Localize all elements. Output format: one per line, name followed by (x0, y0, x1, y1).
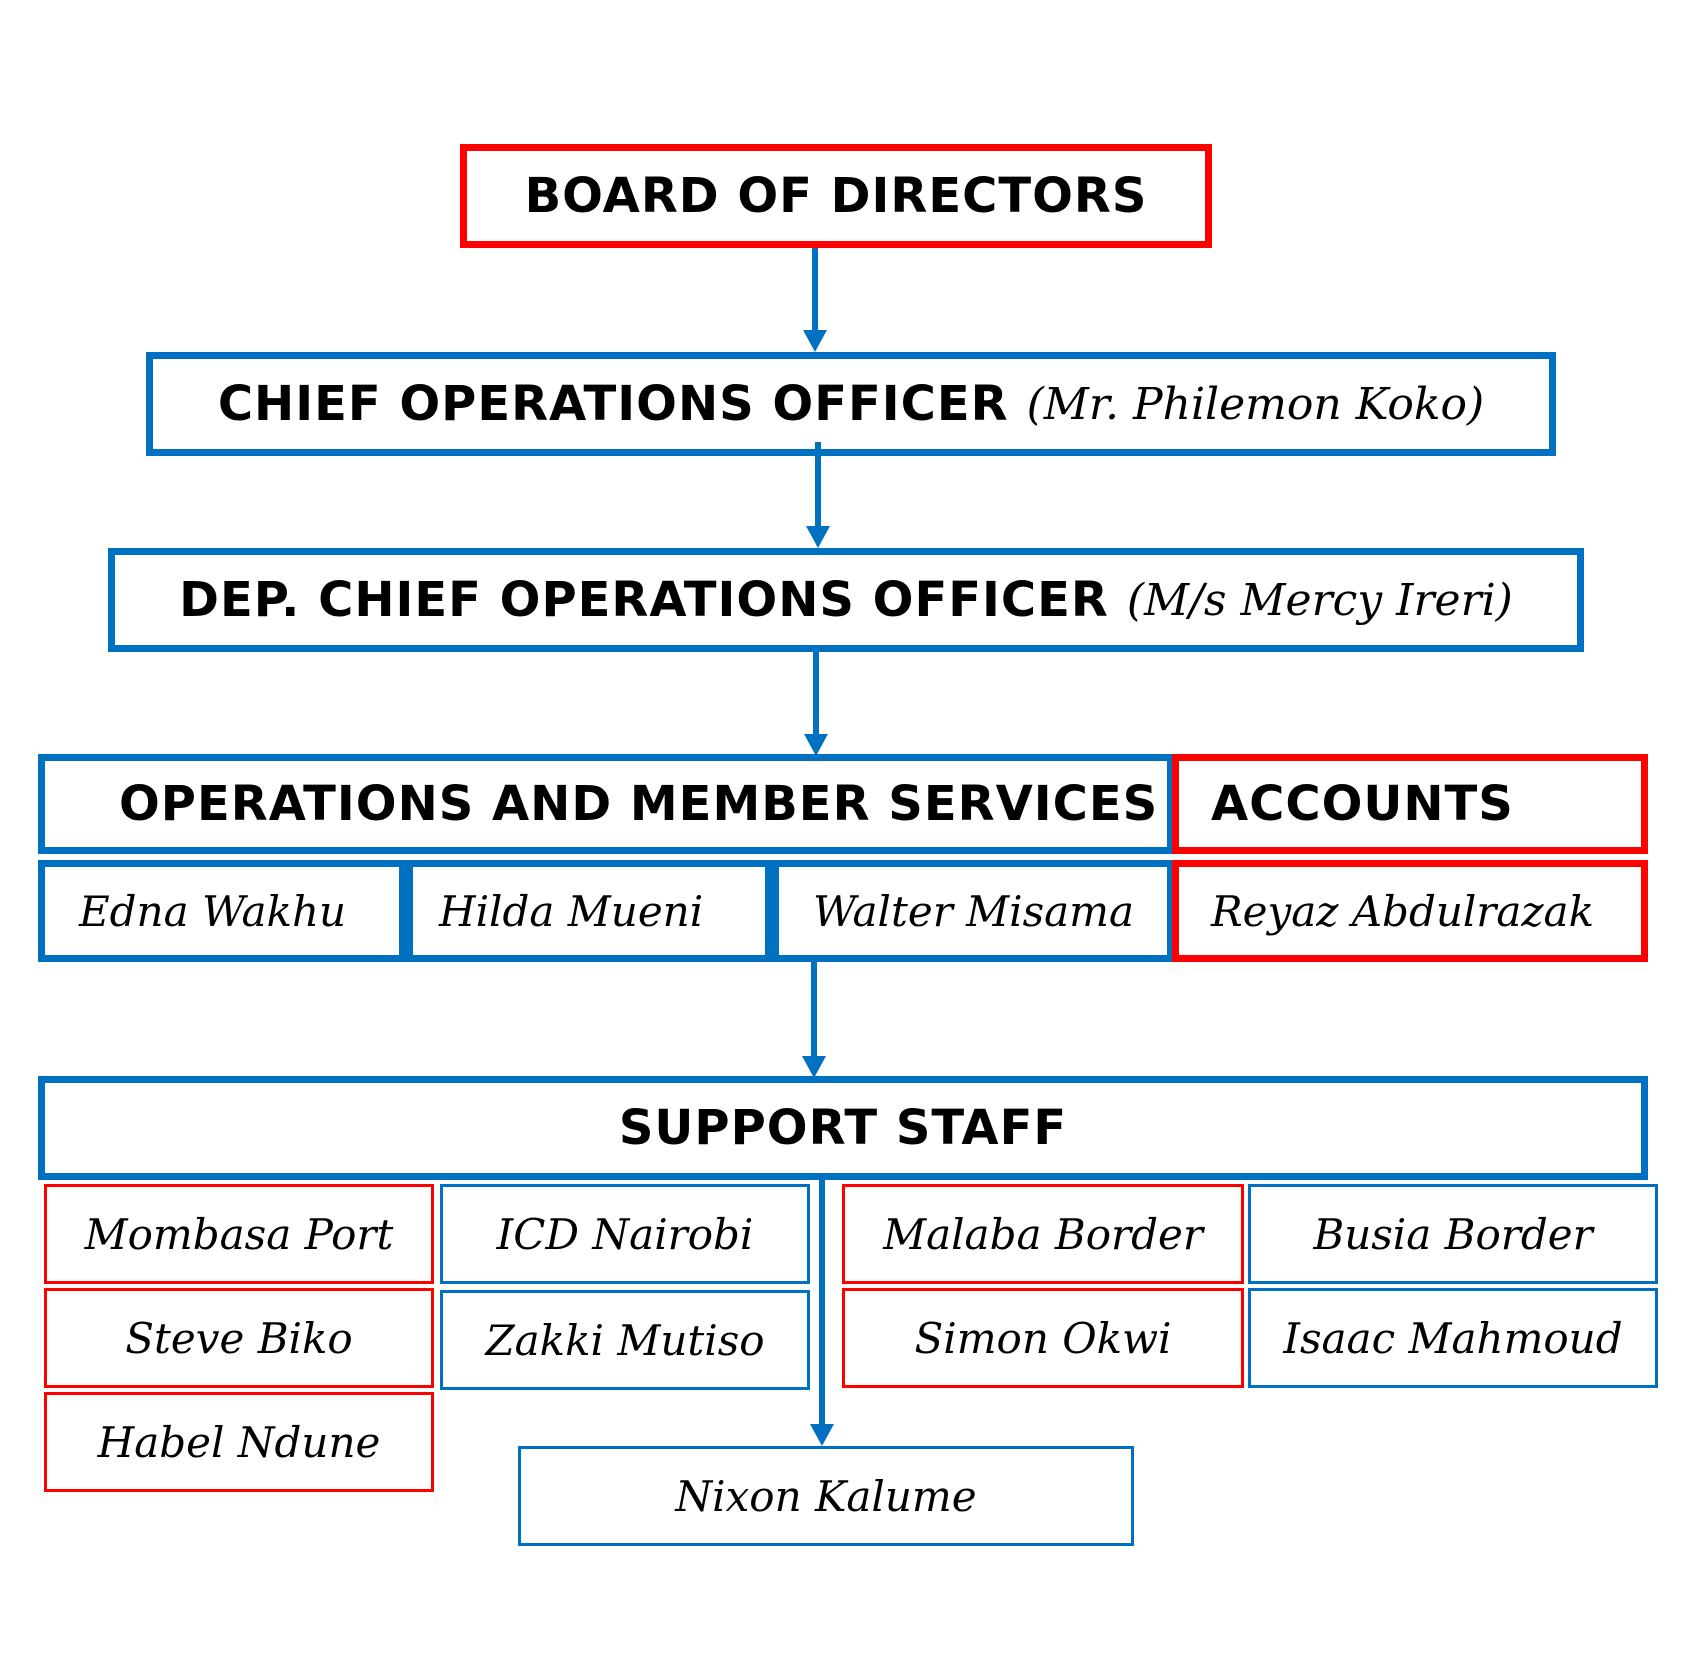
staff-name: Isaac Mahmoud (1283, 1313, 1623, 1363)
operations-title: OPERATIONS AND MEMBER SERVICES (119, 776, 1159, 832)
location-label: Busia Border (1313, 1209, 1593, 1259)
arrow-down-icon (806, 526, 830, 548)
staff-box: Steve Biko (44, 1288, 434, 1388)
staff-name: Nixon Kalume (675, 1471, 977, 1521)
location-label: Mombasa Port (84, 1209, 394, 1259)
staff-name: Simon Okwi (914, 1313, 1172, 1363)
board-of-directors-box: BOARD OF DIRECTORS (460, 144, 1212, 248)
accounts-title: ACCOUNTS (1211, 776, 1514, 832)
connector-line (815, 442, 821, 532)
operations-box: OPERATIONS AND MEMBER SERVICES (38, 754, 1174, 854)
arrow-down-icon (810, 1424, 834, 1446)
staff-box: Walter Misama (772, 860, 1174, 962)
staff-name: Edna Wakhu (79, 886, 347, 936)
staff-box: Zakki Mutiso (440, 1290, 810, 1390)
staff-box: Habel Ndune (44, 1392, 434, 1492)
location-box: Malaba Border (842, 1184, 1244, 1284)
staff-box: Isaac Mahmoud (1248, 1288, 1658, 1388)
connector-line (813, 652, 819, 740)
staff-name: Steve Biko (125, 1313, 353, 1363)
accounts-box: ACCOUNTS (1172, 754, 1648, 854)
coo-name: (Mr. Philemon Koko) (1026, 378, 1485, 430)
dcoo-title: DEP. CHIEF OPERATIONS OFFICER (179, 572, 1109, 628)
arrow-down-icon (804, 734, 828, 756)
staff-name: Habel Ndune (97, 1417, 381, 1467)
dcoo-box: DEP. CHIEF OPERATIONS OFFICER (M/s Mercy… (108, 548, 1584, 652)
staff-name: Reyaz Abdulrazak (1211, 886, 1595, 936)
arrow-down-icon (802, 1056, 826, 1078)
location-label: Malaba Border (883, 1209, 1203, 1259)
support-title: SUPPORT STAFF (618, 1100, 1068, 1156)
connector-line (811, 962, 817, 1062)
coo-title: CHIEF OPERATIONS OFFICER (217, 376, 1009, 432)
staff-box: Edna Wakhu (38, 860, 406, 962)
staff-name: Zakki Mutiso (485, 1315, 765, 1365)
arrow-down-icon (803, 330, 827, 352)
staff-name: Walter Misama (813, 886, 1135, 936)
dcoo-name: (M/s Mercy Ireri) (1126, 574, 1513, 626)
connector-line (812, 248, 818, 336)
coo-box: CHIEF OPERATIONS OFFICER (Mr. Philemon K… (146, 352, 1556, 456)
location-label: ICD Nairobi (496, 1209, 754, 1259)
location-box: Mombasa Port (44, 1184, 434, 1284)
board-title: BOARD OF DIRECTORS (524, 168, 1148, 224)
staff-box: Hilda Mueni (406, 860, 772, 962)
location-box: Busia Border (1248, 1184, 1658, 1284)
staff-box: Nixon Kalume (518, 1446, 1134, 1546)
staff-name: Hilda Mueni (439, 886, 704, 936)
staff-box: Simon Okwi (842, 1288, 1244, 1388)
staff-box: Reyaz Abdulrazak (1172, 860, 1648, 962)
support-staff-box: SUPPORT STAFF (38, 1076, 1648, 1180)
location-box: ICD Nairobi (440, 1184, 810, 1284)
connector-line (819, 1180, 825, 1430)
